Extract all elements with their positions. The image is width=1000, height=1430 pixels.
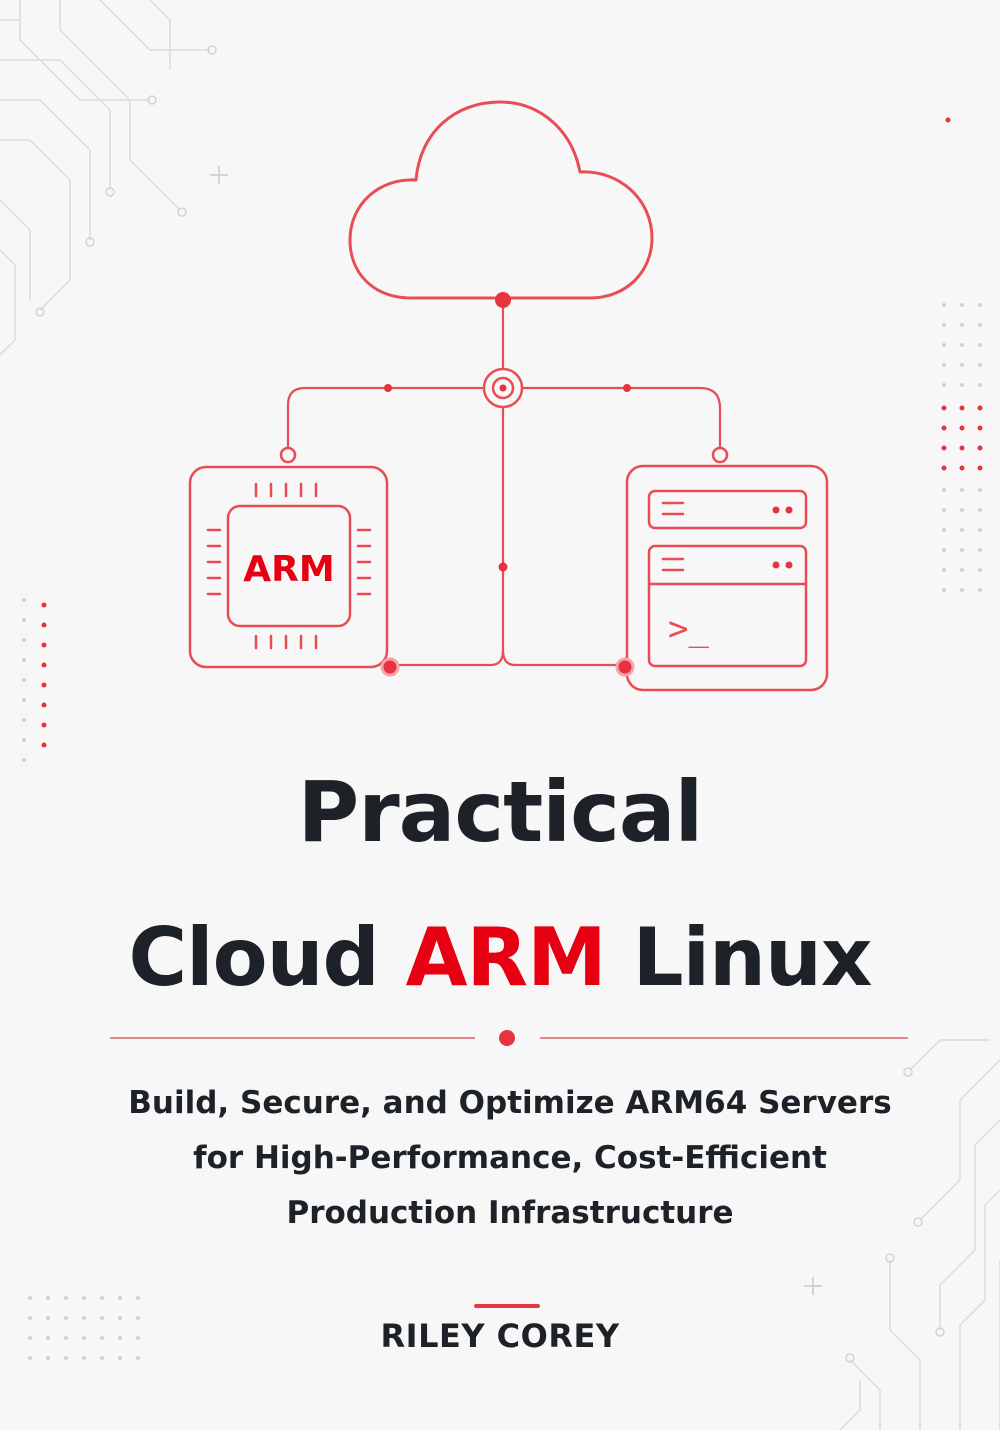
subtitle: Build, Secure, and Optimize ARM64 Server… [60,1076,960,1241]
dot-grids [22,117,983,1360]
divider-right [540,1037,908,1039]
author-accent-bar [474,1304,540,1308]
cloud-node-dot [495,292,511,308]
cloud-network-illustration: ARM >_ [188,100,829,692]
title-line-2: Cloud ARM Linux [0,908,1000,1008]
chip-label: ARM [243,549,334,590]
terminal-prompt: >_ [668,609,709,649]
divider-dot [499,1030,515,1046]
chip-port-node [279,446,297,464]
hub-target-icon [482,367,524,409]
subtitle-line-3: Production Infrastructure [286,1195,734,1231]
server-rack-icon: >_ [625,464,829,692]
server-port-node [711,446,729,464]
network-lines [286,298,722,667]
cloud-icon [348,100,654,300]
circuit-traces-top-left [0,0,210,356]
author-name: RILEY COREY [380,1317,620,1355]
divider-left [110,1037,475,1039]
arm-chip-icon: ARM [188,465,389,669]
title-text-before: Cloud [128,911,406,1004]
title-line-1: Practical [297,763,704,861]
subtitle-line-2: for High-Performance, Cost-Efficient [193,1140,827,1176]
plus-marks [210,166,822,1295]
circuit-traces-bottom-right [839,1039,1000,1430]
title-accent-word: ARM [405,911,607,1004]
title-text-after: Linux [605,911,873,1004]
subtitle-line-1: Build, Secure, and Optimize ARM64 Server… [128,1085,892,1121]
